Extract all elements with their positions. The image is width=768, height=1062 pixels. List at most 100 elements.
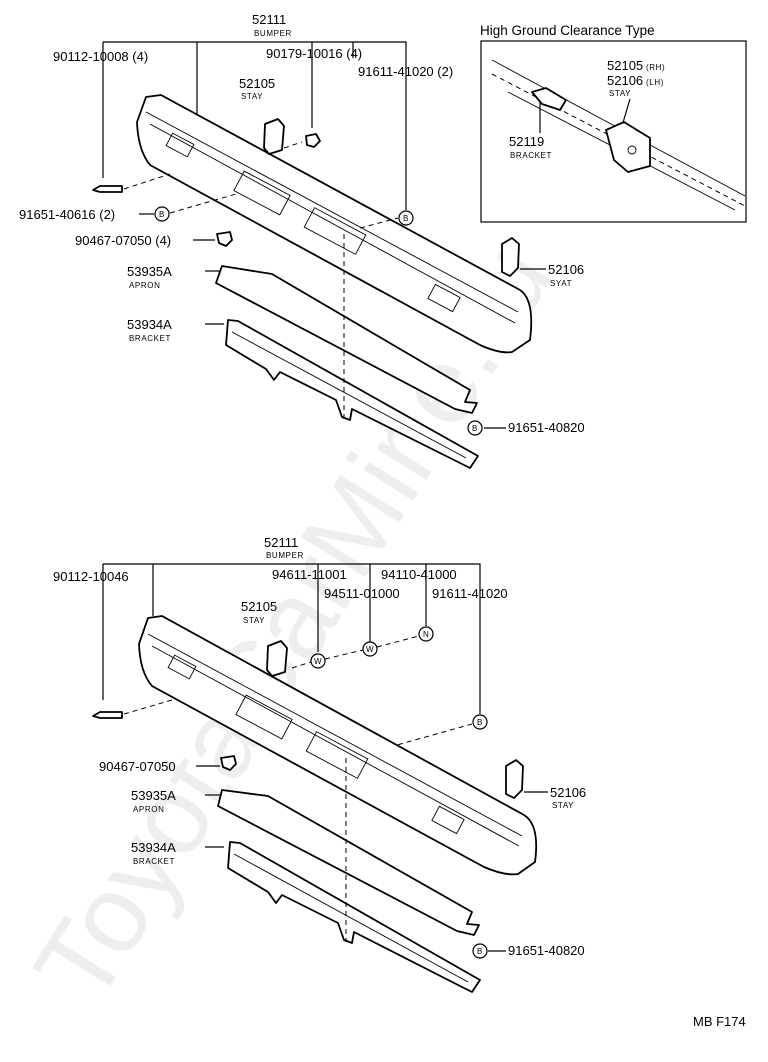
upper-apron-shape[interactable]	[215, 265, 478, 414]
lower-mark-n-text: N	[423, 630, 429, 639]
upper-bumper-slot-2	[233, 170, 291, 216]
upper-stay-lh-shape[interactable]	[501, 237, 520, 277]
lower-bumper-slot-4	[431, 805, 465, 835]
lower-ref-b-bottom: B	[472, 943, 488, 959]
lower-mark-w-1: W	[310, 653, 326, 669]
lower-washer-label[interactable]: 94511-01000	[324, 586, 400, 601]
lower-bumper-shape[interactable]	[138, 615, 538, 876]
inset-stay-rh-number[interactable]: 52105	[607, 58, 643, 73]
lower-stay-rh-shape[interactable]	[266, 640, 288, 677]
upper-stay-rh-number[interactable]: 52105	[239, 76, 275, 91]
lower-nut-w-label[interactable]: 94110-41000	[381, 567, 457, 582]
lower-bumper-edge-line-2	[151, 645, 520, 847]
inset-stay-rh-suffix: (RH)	[646, 63, 665, 72]
lower-bracket-inner	[233, 853, 469, 983]
lower-clip-label[interactable]: 90467-07050	[99, 759, 176, 774]
upper-ref-b-right: B	[398, 210, 414, 226]
lower-stay-rh-name: STAY	[243, 616, 265, 625]
upper-ref-b-right-circle	[398, 210, 414, 226]
lower-bumper-slot-1	[167, 654, 197, 680]
lower-bolt-a-shape[interactable]	[92, 711, 123, 719]
upper-ref-b-left-text: B	[159, 210, 165, 219]
lower-assembly: 52111 BUMPER 90112-10046 94611-11001 941…	[53, 535, 586, 993]
upper-bolt-d-label[interactable]: 91651-40820	[508, 420, 585, 435]
lower-mark-w-1-text: W	[314, 657, 322, 666]
lower-bolt-chain-dash	[291, 635, 420, 669]
lower-bracket-name: BRACKET	[133, 857, 175, 866]
upper-bumper-leader	[103, 41, 407, 210]
upper-bumper-name: BUMPER	[254, 29, 292, 38]
lower-ref-b-right-circle	[472, 714, 488, 730]
lower-bumper-leader	[103, 563, 481, 714]
upper-bumper-slot-4	[427, 283, 461, 313]
figure-code: MB F174	[693, 1014, 746, 1029]
inset-stay-lh-number[interactable]: 52106	[607, 73, 643, 88]
upper-bolt-a-shape[interactable]	[92, 185, 123, 193]
upper-bolt-c-label[interactable]: 91651-40616 (2)	[19, 207, 115, 222]
upper-ref-b-bottom: B	[467, 420, 483, 436]
upper-bumper-slot-3	[303, 207, 367, 255]
lower-apron-name: APRON	[133, 805, 164, 814]
upper-nut-label[interactable]: 90179-10016 (4)	[266, 46, 362, 61]
lower-bumper-name: BUMPER	[266, 551, 304, 560]
upper-bumper-edge-line	[145, 111, 519, 313]
upper-stay-lh-number[interactable]: 52106	[548, 262, 584, 277]
upper-nut-shape[interactable]	[305, 133, 321, 148]
upper-ref-b-bottom-circle	[467, 420, 483, 436]
lower-ref-b-bottom-text: B	[477, 947, 483, 956]
upper-ref-b-right-text: B	[403, 214, 409, 223]
lower-mark-w-2-text: W	[366, 645, 374, 654]
upper-bracket-number[interactable]: 53934A	[127, 317, 172, 332]
upper-apron-name: APRON	[129, 281, 160, 290]
upper-bumper-slot-1	[165, 132, 195, 158]
lower-mark-w-2: W	[362, 641, 378, 657]
lower-mark-w-1-circle	[310, 653, 326, 669]
lower-ref-b-right: B	[472, 714, 488, 730]
lower-bumper-number[interactable]: 52111	[264, 535, 298, 550]
lower-bolt-d-label[interactable]: 91651-40820	[508, 943, 585, 958]
lower-clip-shape[interactable]	[220, 755, 237, 771]
upper-ref-b-left: B	[154, 206, 170, 222]
inset-frame	[480, 40, 747, 223]
upper-ref-b-left-circle	[154, 206, 170, 222]
lower-mark-n-circle	[418, 626, 434, 642]
inset-bracket-shape[interactable]	[531, 87, 567, 111]
lower-bracket-number[interactable]: 53934A	[131, 840, 176, 855]
lower-bumper-slot-3	[305, 731, 369, 779]
upper-bumper-edge-line-2	[149, 123, 516, 324]
upper-bolt-a-label[interactable]: 90112-10008 (4)	[53, 49, 148, 64]
upper-bumper-number[interactable]: 52111	[252, 12, 286, 27]
upper-apron-number[interactable]: 53935A	[127, 264, 172, 279]
inset-stay-bolt	[627, 145, 637, 155]
lower-apron-number[interactable]: 53935A	[131, 788, 176, 803]
inset-title: High Ground Clearance Type	[480, 23, 655, 38]
upper-assembly: 52111 BUMPER 90112-10008 (4) 90179-10016…	[19, 12, 585, 469]
lower-bolt-b-label[interactable]: 91611-41020	[432, 586, 508, 601]
lower-apron-shape[interactable]	[217, 789, 480, 936]
upper-stay-rh-name: STAY	[241, 92, 263, 101]
lower-stay-lh-name: STAY	[552, 801, 574, 810]
upper-stay-rh-shape[interactable]	[263, 118, 285, 155]
lower-stay-lh-shape[interactable]	[505, 759, 524, 799]
lower-ref-b-bottom-circle	[472, 943, 488, 959]
upper-bolt-b-label[interactable]: 91611-41020 (2)	[358, 64, 453, 79]
upper-bracket-inner	[231, 331, 467, 459]
lower-bolt-e-label[interactable]: 94611-11001	[272, 567, 347, 582]
lower-stay-rh-number[interactable]: 52105	[241, 599, 277, 614]
upper-bolt-c-dash	[169, 193, 237, 214]
lower-stay-lh-number[interactable]: 52106	[550, 785, 586, 800]
upper-bracket-name: BRACKET	[129, 334, 171, 343]
upper-bolt-a-dash	[123, 173, 171, 190]
inset-high-clearance: High Ground Clearance Type 52105 (RH) 52…	[480, 23, 747, 223]
inset-stay-lh-suffix: (LH)	[646, 78, 664, 87]
upper-bumper-shape[interactable]	[136, 94, 533, 354]
upper-clip-label[interactable]: 90467-07050 (4)	[75, 233, 171, 248]
lower-ref-b-right-text: B	[477, 718, 483, 727]
inset-bracket-number[interactable]: 52119	[509, 134, 544, 149]
upper-ref-b-bottom-text: B	[472, 424, 478, 433]
inset-stay-shape[interactable]	[605, 121, 651, 173]
lower-bolt-a-label[interactable]: 90112-10046	[53, 569, 129, 584]
inset-bracket-name: BRACKET	[510, 151, 552, 160]
upper-clip-shape[interactable]	[216, 231, 233, 247]
